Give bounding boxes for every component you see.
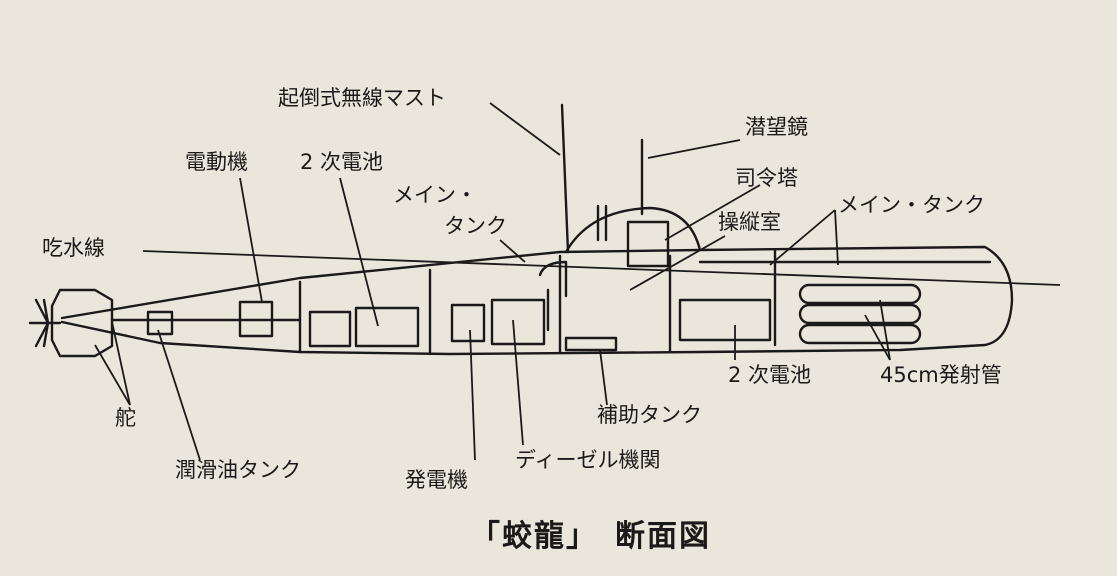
- leader-motor: [239, 177, 263, 303]
- motor-shape: [238, 300, 274, 338]
- label-control-room: 操縦室: [718, 210, 781, 234]
- generator-shape: [450, 303, 486, 343]
- fwd-battery-shape: [678, 298, 772, 342]
- leader-tubes-1: [864, 314, 891, 361]
- small-mast: [596, 204, 608, 242]
- leader-diesel: [512, 319, 524, 446]
- label-rudder: 舵: [115, 406, 136, 430]
- conning-tower: [564, 206, 702, 254]
- label-motor: 電動機: [185, 150, 248, 174]
- label-torpedo-tubes: 45cm発射管: [880, 363, 1002, 387]
- aft-battery-cell-2: [354, 306, 420, 348]
- label-main-tank-fwd: メイン・タンク: [838, 193, 985, 217]
- leader-tubes-2: [879, 299, 891, 361]
- leader-main-tank-fwd-1: [769, 209, 836, 266]
- label-diesel: ディーゼル機関: [515, 448, 661, 472]
- label-main-tank-mid-1: メイン・: [393, 183, 477, 207]
- label-battery-aft: 2 次電池: [300, 150, 384, 174]
- leader-mast: [489, 102, 561, 156]
- leader-rudder-2: [111, 321, 131, 406]
- leader-battery-aft: [339, 177, 379, 327]
- waterline: [142, 250, 1061, 286]
- torpedo-tube-3: [798, 323, 922, 345]
- torpedo-tube-1: [798, 283, 922, 305]
- aux-tank-shape: [564, 336, 618, 352]
- aft-battery-cell-1: [308, 310, 352, 348]
- leader-generator: [469, 329, 476, 461]
- control-bulkhead: [558, 254, 672, 354]
- leader-main-tank-fwd-2: [834, 209, 839, 266]
- leader-oil: [157, 329, 201, 461]
- leader-aux-tank: [599, 349, 608, 406]
- torpedo-tube-2: [798, 303, 922, 325]
- label-generator: 発電機: [405, 468, 468, 492]
- label-aux-tank: 補助タンク: [597, 403, 702, 427]
- propeller: [28, 298, 62, 348]
- label-oil-tank: 潤滑油タンク: [175, 458, 301, 482]
- label-battery-fwd: 2 次電池: [728, 363, 812, 387]
- hull-outline: [60, 245, 1014, 356]
- label-periscope: 潜望鏡: [745, 115, 808, 139]
- label-main-tank-mid-2: タンク: [444, 214, 507, 238]
- leader-rudder-1: [94, 344, 131, 406]
- control-room-hatch: [626, 220, 670, 268]
- diesel-shape: [490, 298, 546, 346]
- label-mast: 起倒式無線マスト: [278, 86, 446, 110]
- snorkel-duct: [538, 260, 568, 332]
- diagram-caption: 「蛟龍」 断面図: [470, 519, 711, 554]
- leader-main-tank-mid: [499, 239, 526, 263]
- leader-conning: [664, 184, 761, 241]
- leader-control: [629, 235, 726, 291]
- leader-periscope: [647, 139, 741, 159]
- label-waterline: 吃水線: [42, 236, 105, 260]
- radio-mast: [560, 103, 570, 254]
- oil-tank-shape: [146, 310, 174, 336]
- rudder-assembly: [50, 288, 114, 358]
- label-conning-tower: 司令塔: [735, 166, 798, 190]
